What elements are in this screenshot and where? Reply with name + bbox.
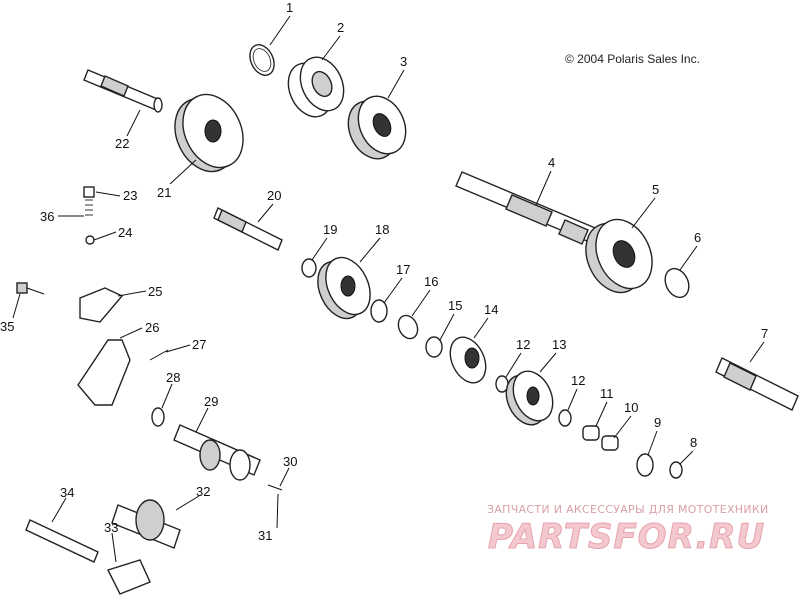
callout-30: 30 [283, 454, 297, 469]
callout-9: 9 [654, 415, 661, 430]
callout-22: 22 [115, 136, 129, 151]
part-ring-28 [151, 407, 165, 427]
callout-5: 5 [652, 182, 659, 197]
part-detent-assembly [83, 186, 95, 245]
part-clip-9 [636, 453, 654, 477]
callout-8: 8 [690, 435, 697, 450]
part-washer-19 [301, 258, 317, 278]
callout-15: 15 [448, 298, 462, 313]
part-gear-21 [174, 93, 244, 173]
callout-27: 27 [192, 337, 206, 352]
callout-21: 21 [157, 185, 171, 200]
part-bolt-35 [16, 282, 45, 295]
part-pin-27 [149, 349, 169, 361]
callout-28: 28 [166, 370, 180, 385]
callout-24: 24 [118, 225, 132, 240]
callout-29: 29 [204, 394, 218, 409]
callout-3: 3 [400, 54, 407, 69]
part-washer-6 [664, 267, 690, 299]
callout-34: 34 [60, 485, 74, 500]
callout-18: 18 [375, 222, 389, 237]
part-gear-18 [317, 256, 371, 320]
callout-36: 36 [40, 209, 54, 224]
part-gear-13 [505, 370, 554, 426]
callout-16: 16 [424, 274, 438, 289]
part-main-shaft [455, 171, 601, 245]
watermark: ЗАПЧАСТИ И АКСЕССУАРЫ ДЛЯ МОТОТЕХНИКИ PA… [487, 503, 769, 558]
callout-13: 13 [552, 337, 566, 352]
callout-25: 25 [148, 284, 162, 299]
callout-19: 19 [323, 222, 337, 237]
callout-26: 26 [145, 320, 159, 335]
callout-33: 33 [104, 520, 118, 535]
callout-14: 14 [484, 302, 498, 317]
part-input-shaft [83, 69, 163, 113]
callout-7: 7 [761, 326, 768, 341]
callout-1: 1 [286, 0, 293, 15]
part-washer-12b [558, 409, 572, 427]
callout-12a: 12 [516, 337, 530, 352]
copyright-text: © 2004 Polaris Sales Inc. [565, 52, 700, 66]
part-washer-16 [397, 314, 419, 340]
part-bracket-25 [79, 287, 124, 323]
part-bushing-17 [370, 299, 388, 323]
watermark-brand: PARTSFOR.RU [488, 517, 765, 557]
part-rod-34 [25, 519, 99, 563]
part-washer-15 [425, 336, 443, 358]
callout-6: 6 [694, 230, 701, 245]
callout-labels: 1 2 3 4 5 6 7 8 9 10 11 12 12 13 14 15 1… [0, 0, 768, 543]
part-output-shaft [715, 357, 799, 411]
part-shaft-20 [213, 207, 283, 251]
part-drum-32 [111, 499, 181, 549]
part-gear-large [347, 95, 407, 160]
part-shift-drum [173, 424, 261, 481]
callout-17: 17 [396, 262, 410, 277]
part-hub-14 [449, 336, 487, 384]
part-gear-5 [585, 218, 653, 294]
part-bushing-11 [582, 425, 600, 441]
callout-32: 32 [196, 484, 210, 499]
part-snap-ring [249, 44, 275, 76]
callout-23: 23 [123, 188, 137, 203]
leader-lines [12, 15, 765, 563]
callout-11: 11 [600, 386, 614, 401]
part-pin-30 [267, 484, 283, 491]
callout-20: 20 [267, 188, 281, 203]
part-fork-33 [107, 559, 151, 595]
callout-31: 31 [258, 528, 272, 543]
watermark-caption: ЗАПЧАСТИ И АКСЕССУАРЫ ДЛЯ МОТОТЕХНИКИ [487, 503, 769, 516]
callout-2: 2 [337, 20, 344, 35]
part-bearing [287, 56, 345, 118]
part-bushing-10 [601, 435, 619, 451]
callout-10: 10 [624, 400, 638, 415]
callout-35: 35 [0, 319, 14, 334]
callout-12b: 12 [571, 373, 585, 388]
part-washer-8 [669, 461, 683, 479]
part-shift-lever-26 [77, 339, 131, 406]
callout-4: 4 [548, 155, 555, 170]
